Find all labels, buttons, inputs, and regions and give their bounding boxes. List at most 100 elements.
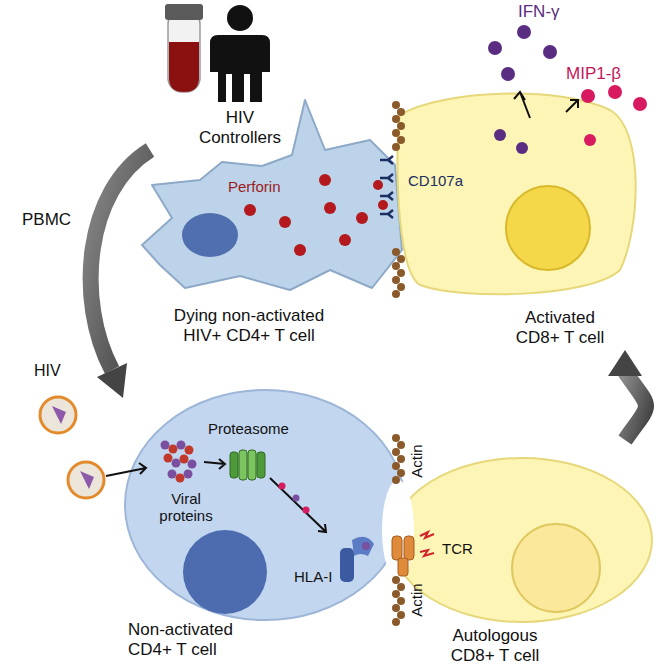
viral-proteins	[184, 470, 193, 479]
signal-bolts	[420, 532, 434, 538]
mip1-beta-dots	[581, 89, 595, 103]
ifn-gamma-dots	[516, 142, 528, 154]
mip1-beta-dots	[584, 134, 596, 146]
cell-node: CD107aActivated CD8+ T cell	[380, 92, 650, 350]
viral-proteins	[161, 441, 197, 483]
ifn-gamma-dots	[543, 45, 557, 59]
peptides	[279, 483, 286, 490]
proteasome	[239, 450, 247, 480]
activated-cd8-cell	[380, 210, 393, 218]
actin-filament	[392, 101, 400, 109]
blood-tube	[165, 4, 203, 92]
arrow-head	[608, 350, 642, 376]
ifn-gamma-dots	[494, 129, 506, 141]
actin-filament	[392, 448, 400, 456]
mip1-beta-dots	[608, 85, 622, 99]
hiv-virion	[40, 397, 76, 433]
cd4-cell	[183, 530, 267, 614]
actin-filament	[397, 136, 405, 144]
actin-filament	[392, 476, 400, 484]
actin-filament	[392, 248, 400, 256]
activation-arrow	[625, 372, 646, 440]
actin-filament	[392, 290, 400, 298]
actin-filament	[392, 262, 400, 270]
dying-cd4-cell	[244, 204, 256, 216]
actin-label: Actin	[408, 575, 426, 625]
activated-cd8-cell	[506, 186, 590, 270]
pbmc-arrow	[91, 150, 150, 398]
peptides	[303, 507, 310, 514]
actin-filament	[392, 604, 400, 612]
dying-cd4-cell	[356, 212, 368, 224]
ifn-gamma-dots	[517, 25, 531, 39]
cell-node: Viral proteinsProteasomeHLA-INon-activat…	[120, 380, 405, 662]
viral-proteins	[185, 446, 194, 455]
actin-filament	[397, 269, 405, 277]
hiv-virion	[52, 406, 66, 424]
entry-arrows	[270, 478, 326, 532]
cell-label: Activated CD8+ T cell	[505, 308, 615, 347]
entry-arrows	[106, 463, 146, 476]
dying-cd4-cell	[319, 174, 331, 186]
callout-label: Perforin	[228, 178, 300, 195]
pbmc-arrow	[91, 150, 150, 370]
tcr	[392, 536, 414, 576]
dying-cd4-cell	[378, 200, 388, 210]
secretion-arrows	[514, 92, 578, 118]
tcr	[398, 558, 408, 576]
viral-proteins	[176, 474, 185, 483]
mip1-beta-dots	[633, 97, 647, 111]
cytokine-label: IFN-γ	[518, 2, 582, 22]
hiv-virion	[40, 397, 76, 433]
hiv-virion	[68, 462, 104, 498]
proteasome	[230, 450, 265, 480]
activated-cd8-cell	[380, 156, 393, 218]
dying-cd4-cell	[279, 216, 291, 228]
callout-label: Viral proteins	[150, 490, 222, 525]
viral-proteins	[180, 455, 189, 464]
callout-label: Proteasome	[208, 420, 303, 437]
actin-filament	[392, 101, 405, 626]
entry-arrows	[204, 459, 225, 469]
pbmc-arrow	[97, 363, 127, 398]
secretion-arrows	[566, 100, 578, 112]
cd8-cell	[392, 458, 652, 622]
dying-cd4-cell	[373, 180, 383, 190]
synapse-gap	[382, 480, 414, 580]
cd4-cell	[125, 390, 405, 620]
hla-i-molecule	[362, 542, 370, 550]
dying-cd4-cell	[142, 100, 402, 290]
actin-filament	[397, 255, 405, 263]
peptides	[279, 483, 310, 514]
actin-filament	[397, 108, 405, 116]
dying-cd4-cell	[142, 100, 402, 290]
cell-label: Autologous CD8+ T cell	[440, 626, 550, 664]
arrow-label: PBMC	[22, 210, 82, 230]
hiv-virion	[80, 471, 94, 489]
actin-filament	[392, 129, 400, 137]
callout-label: HLA-I	[294, 568, 342, 585]
viral-proteins	[169, 445, 178, 454]
person-silhouette	[210, 5, 270, 102]
dying-cd4-cell	[182, 213, 238, 257]
actin-filament	[397, 583, 405, 591]
ifn-gamma-dots	[488, 41, 502, 55]
blood-tube	[169, 42, 199, 92]
signal-bolts	[420, 532, 434, 556]
dying-cd4-cell	[339, 234, 351, 246]
viral-proteins	[188, 460, 197, 469]
proteasome	[230, 452, 238, 478]
cell-node: TCRAutologous CD8+ T cell	[400, 440, 650, 664]
viral-proteins	[161, 441, 170, 450]
blood-tube	[168, 10, 200, 92]
actin-filament	[392, 115, 400, 123]
activated-cd8-cell	[380, 94, 636, 295]
signal-bolts	[420, 550, 434, 556]
activated-cd8-cell	[380, 192, 393, 200]
actin-filament	[397, 597, 405, 605]
cytokine-label: MIP1-β	[566, 64, 646, 84]
proteasome	[257, 452, 265, 478]
cd4-cell	[125, 390, 405, 620]
hiv-virion	[40, 397, 104, 498]
hla-i-molecule	[340, 537, 374, 582]
